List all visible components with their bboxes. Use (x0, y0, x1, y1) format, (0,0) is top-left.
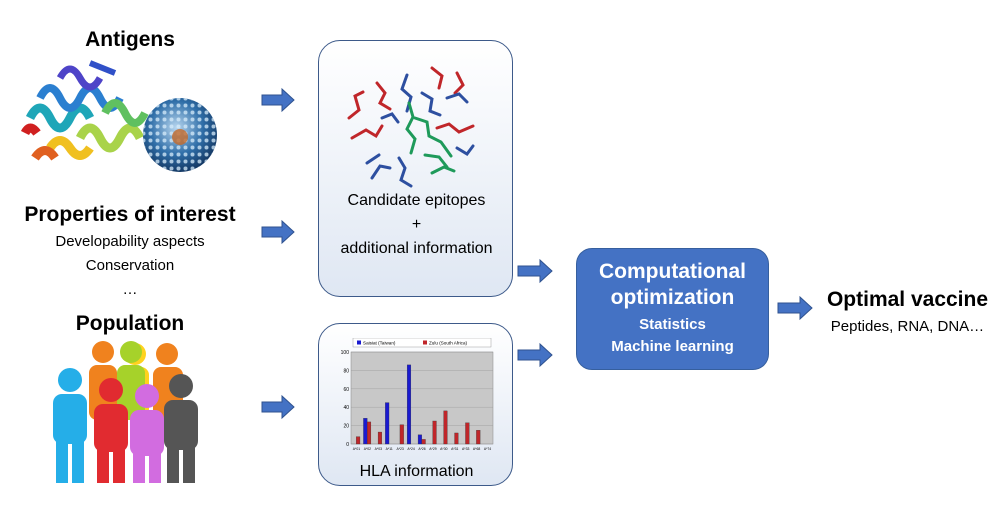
population-people-icon (53, 341, 198, 483)
arrow-icon (777, 295, 813, 321)
optimization-sub2: Machine learning (611, 338, 734, 355)
x-tick-label: A*33 (462, 447, 469, 451)
y-tick-label: 80 (343, 368, 349, 374)
candidate-epitopes-box: Candidate epitopes + additional informat… (318, 40, 513, 297)
arrow-icon (261, 394, 295, 420)
arrow-icon (517, 342, 553, 368)
bar (476, 430, 481, 445)
bar (443, 410, 448, 445)
optimization-title-line2: optimization (610, 286, 735, 309)
x-tick-label: A*29 (429, 447, 436, 451)
output-title: Optimal vaccine (826, 288, 989, 311)
legend-swatch (423, 340, 427, 345)
x-tick-label: A*30 (440, 447, 447, 451)
x-tick-label: A*03 (375, 447, 382, 451)
y-tick-label: 40 (343, 405, 349, 411)
optimization-sub1: Statistics (639, 316, 706, 333)
bar (421, 439, 426, 445)
legend-swatch (357, 340, 361, 345)
bar (399, 424, 404, 445)
epitope-label-line1: Candidate epitopes (347, 192, 486, 209)
population-title: Population (75, 312, 185, 335)
epitope-strands-icon (347, 66, 475, 188)
bar (363, 418, 368, 445)
x-tick-label: A*74 (484, 447, 491, 451)
arrow-icon (261, 219, 295, 245)
legend (352, 338, 492, 348)
hla-information-box: 0 20 40 60 80 100 Saisiat (Taiwan) Zulu (South … (318, 323, 513, 486)
legend-entry: Saisiat (Taiwan) (363, 340, 396, 345)
protein-structure-icon (20, 60, 149, 161)
virus-particle-icon (143, 98, 217, 172)
computational-optimization-box: Computational optimization Statistics Ma… (576, 248, 769, 370)
bar (406, 364, 412, 445)
x-tick-label: A*23 (396, 447, 403, 451)
x-tick-label: A*68 (473, 447, 480, 451)
bar (377, 431, 382, 445)
property-item: Developability aspects (55, 233, 205, 250)
legend-entry: Zulu (South Africa) (429, 340, 468, 345)
arrow-icon (517, 258, 553, 284)
x-tick-label: A*24 (407, 447, 414, 451)
y-tick-label: 20 (343, 424, 349, 430)
y-tick-label: 60 (343, 387, 349, 393)
bar (367, 421, 372, 445)
arrow-icon (261, 87, 295, 113)
y-tick-label: 100 (341, 350, 350, 356)
x-tick-label: A*26 (418, 447, 425, 451)
optimization-title-line1: Computational (599, 260, 746, 283)
bar (356, 436, 361, 445)
bar (465, 422, 470, 445)
property-item: Conservation (85, 257, 175, 274)
x-tick-label: A*02 (364, 447, 371, 451)
y-tick-label: 0 (346, 442, 349, 448)
output-subtitle: Peptides, RNA, DNA… (830, 318, 985, 335)
plot-area (350, 351, 494, 445)
x-tick-label: A*11 (386, 447, 393, 451)
properties-title: Properties of interest (24, 203, 236, 226)
x-tick-label: A*31 (451, 447, 458, 451)
x-tick-label: A*01 (353, 447, 360, 451)
antigens-title: Antigens (85, 28, 175, 51)
bar (385, 402, 390, 445)
hla-bar-chart: 0 20 40 60 80 100 Saisiat (Taiwan) Zulu (South … (341, 338, 494, 451)
bar (417, 434, 422, 445)
hla-label: HLA information (359, 463, 474, 480)
property-item: … (122, 281, 138, 298)
epitope-label-line3: additional information (340, 240, 493, 257)
bar (432, 420, 437, 445)
epitope-label-line2: + (411, 216, 422, 233)
bar (454, 432, 459, 445)
